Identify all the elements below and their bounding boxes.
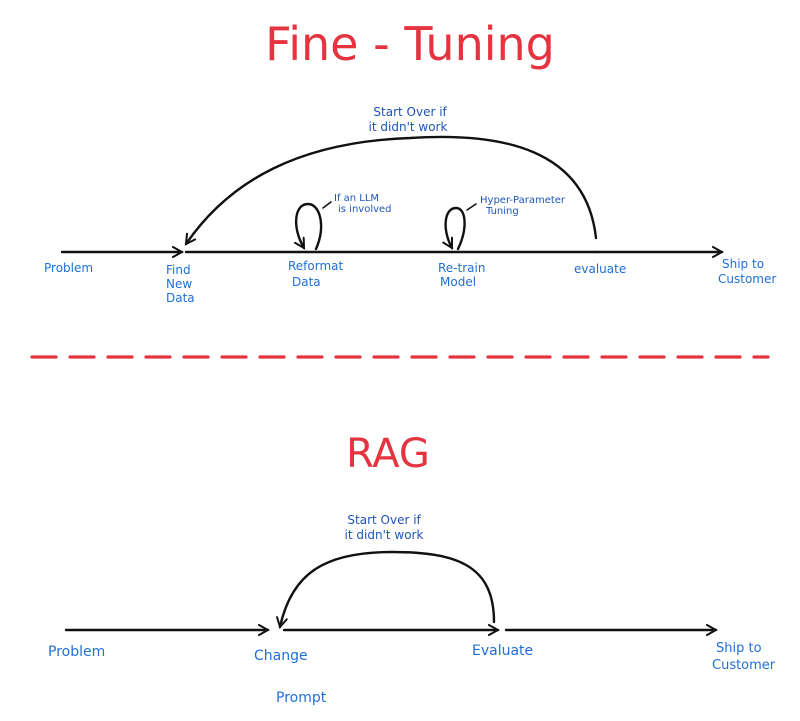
rag-restart-note-line1: Start Over if [347, 513, 421, 527]
rag-restart-note: Start Over if it didn't work [345, 513, 425, 542]
ft-step-retrain-line2: Model [440, 275, 476, 289]
rag-title: RAG [346, 431, 430, 477]
reformat-note-pointer [322, 201, 332, 209]
retrain-note-line1: Hyper-Parameter [480, 195, 566, 206]
ft-step-retrain-line1: Re-train [438, 261, 485, 275]
ft-step-ship-line2: Customer [718, 272, 776, 286]
rag-step-ship-line2: Customer [712, 658, 776, 673]
ft-step-find-new-data: Find New Data [166, 263, 196, 305]
rag-step-ship-to-customer: Ship to Customer [712, 641, 776, 673]
ft-step-reformat-line2: Data [292, 275, 321, 289]
ft-step-find-line2: New [166, 277, 192, 291]
fine-tuning-restart-note: Start Over if it didn't work [369, 105, 451, 134]
reformat-note-line1: If an LLM [334, 193, 379, 204]
rag-step-change: Change [254, 648, 308, 664]
retrain-self-loop-note: Hyper-Parameter Tuning [480, 195, 568, 217]
ft-step-evaluate-line1: evaluate [574, 262, 626, 276]
retrain-note-line2: Tuning [485, 206, 519, 217]
ft-step-ship-to-customer: Ship to Customer [718, 257, 776, 286]
rag-step-problem-line1: Problem [48, 644, 105, 660]
retrain-note-pointer [466, 203, 477, 211]
ft-step-problem-line1: Problem [44, 261, 93, 275]
rag-step-evaluate-line1: Evaluate [472, 643, 533, 659]
rag-step-prompt-line1: Prompt [276, 690, 327, 706]
rag-restart-note-line2: it didn't work [345, 528, 424, 542]
ft-step-reformat-data: Reformat Data [288, 259, 347, 289]
reformat-self-loop-arrow [296, 202, 323, 251]
fine-tuning-restart-note-line2: it didn't work [369, 120, 448, 134]
ft-step-evaluate: evaluate [574, 262, 626, 276]
reformat-self-loop-note: If an LLM is involved [334, 193, 392, 215]
ft-step-find-line1: Find [166, 263, 191, 277]
rag-step-problem: Problem [48, 644, 105, 660]
rag-step-evaluate: Evaluate [472, 643, 533, 659]
ft-step-reformat-line1: Reformat [288, 259, 344, 273]
ft-step-retrain-model: Re-train Model [438, 261, 489, 289]
fine-tuning-title: Fine - Tuning [265, 17, 555, 71]
ft-step-problem: Problem [44, 261, 93, 275]
rag-step-change-line1: Change [254, 648, 308, 664]
rag-step-prompt: Prompt [276, 690, 327, 706]
reformat-note-line2: is involved [338, 204, 392, 215]
retrain-self-loop-arrow [446, 206, 466, 251]
rag-restart-arrow [280, 550, 496, 627]
fine-tuning-restart-note-line1: Start Over if [373, 105, 447, 119]
fine-tuning-restart-arrow [184, 135, 598, 244]
ft-step-ship-line1: Ship to [722, 257, 764, 271]
rag-step-ship-line1: Ship to [716, 641, 762, 656]
ft-step-find-line3: Data [166, 291, 195, 305]
